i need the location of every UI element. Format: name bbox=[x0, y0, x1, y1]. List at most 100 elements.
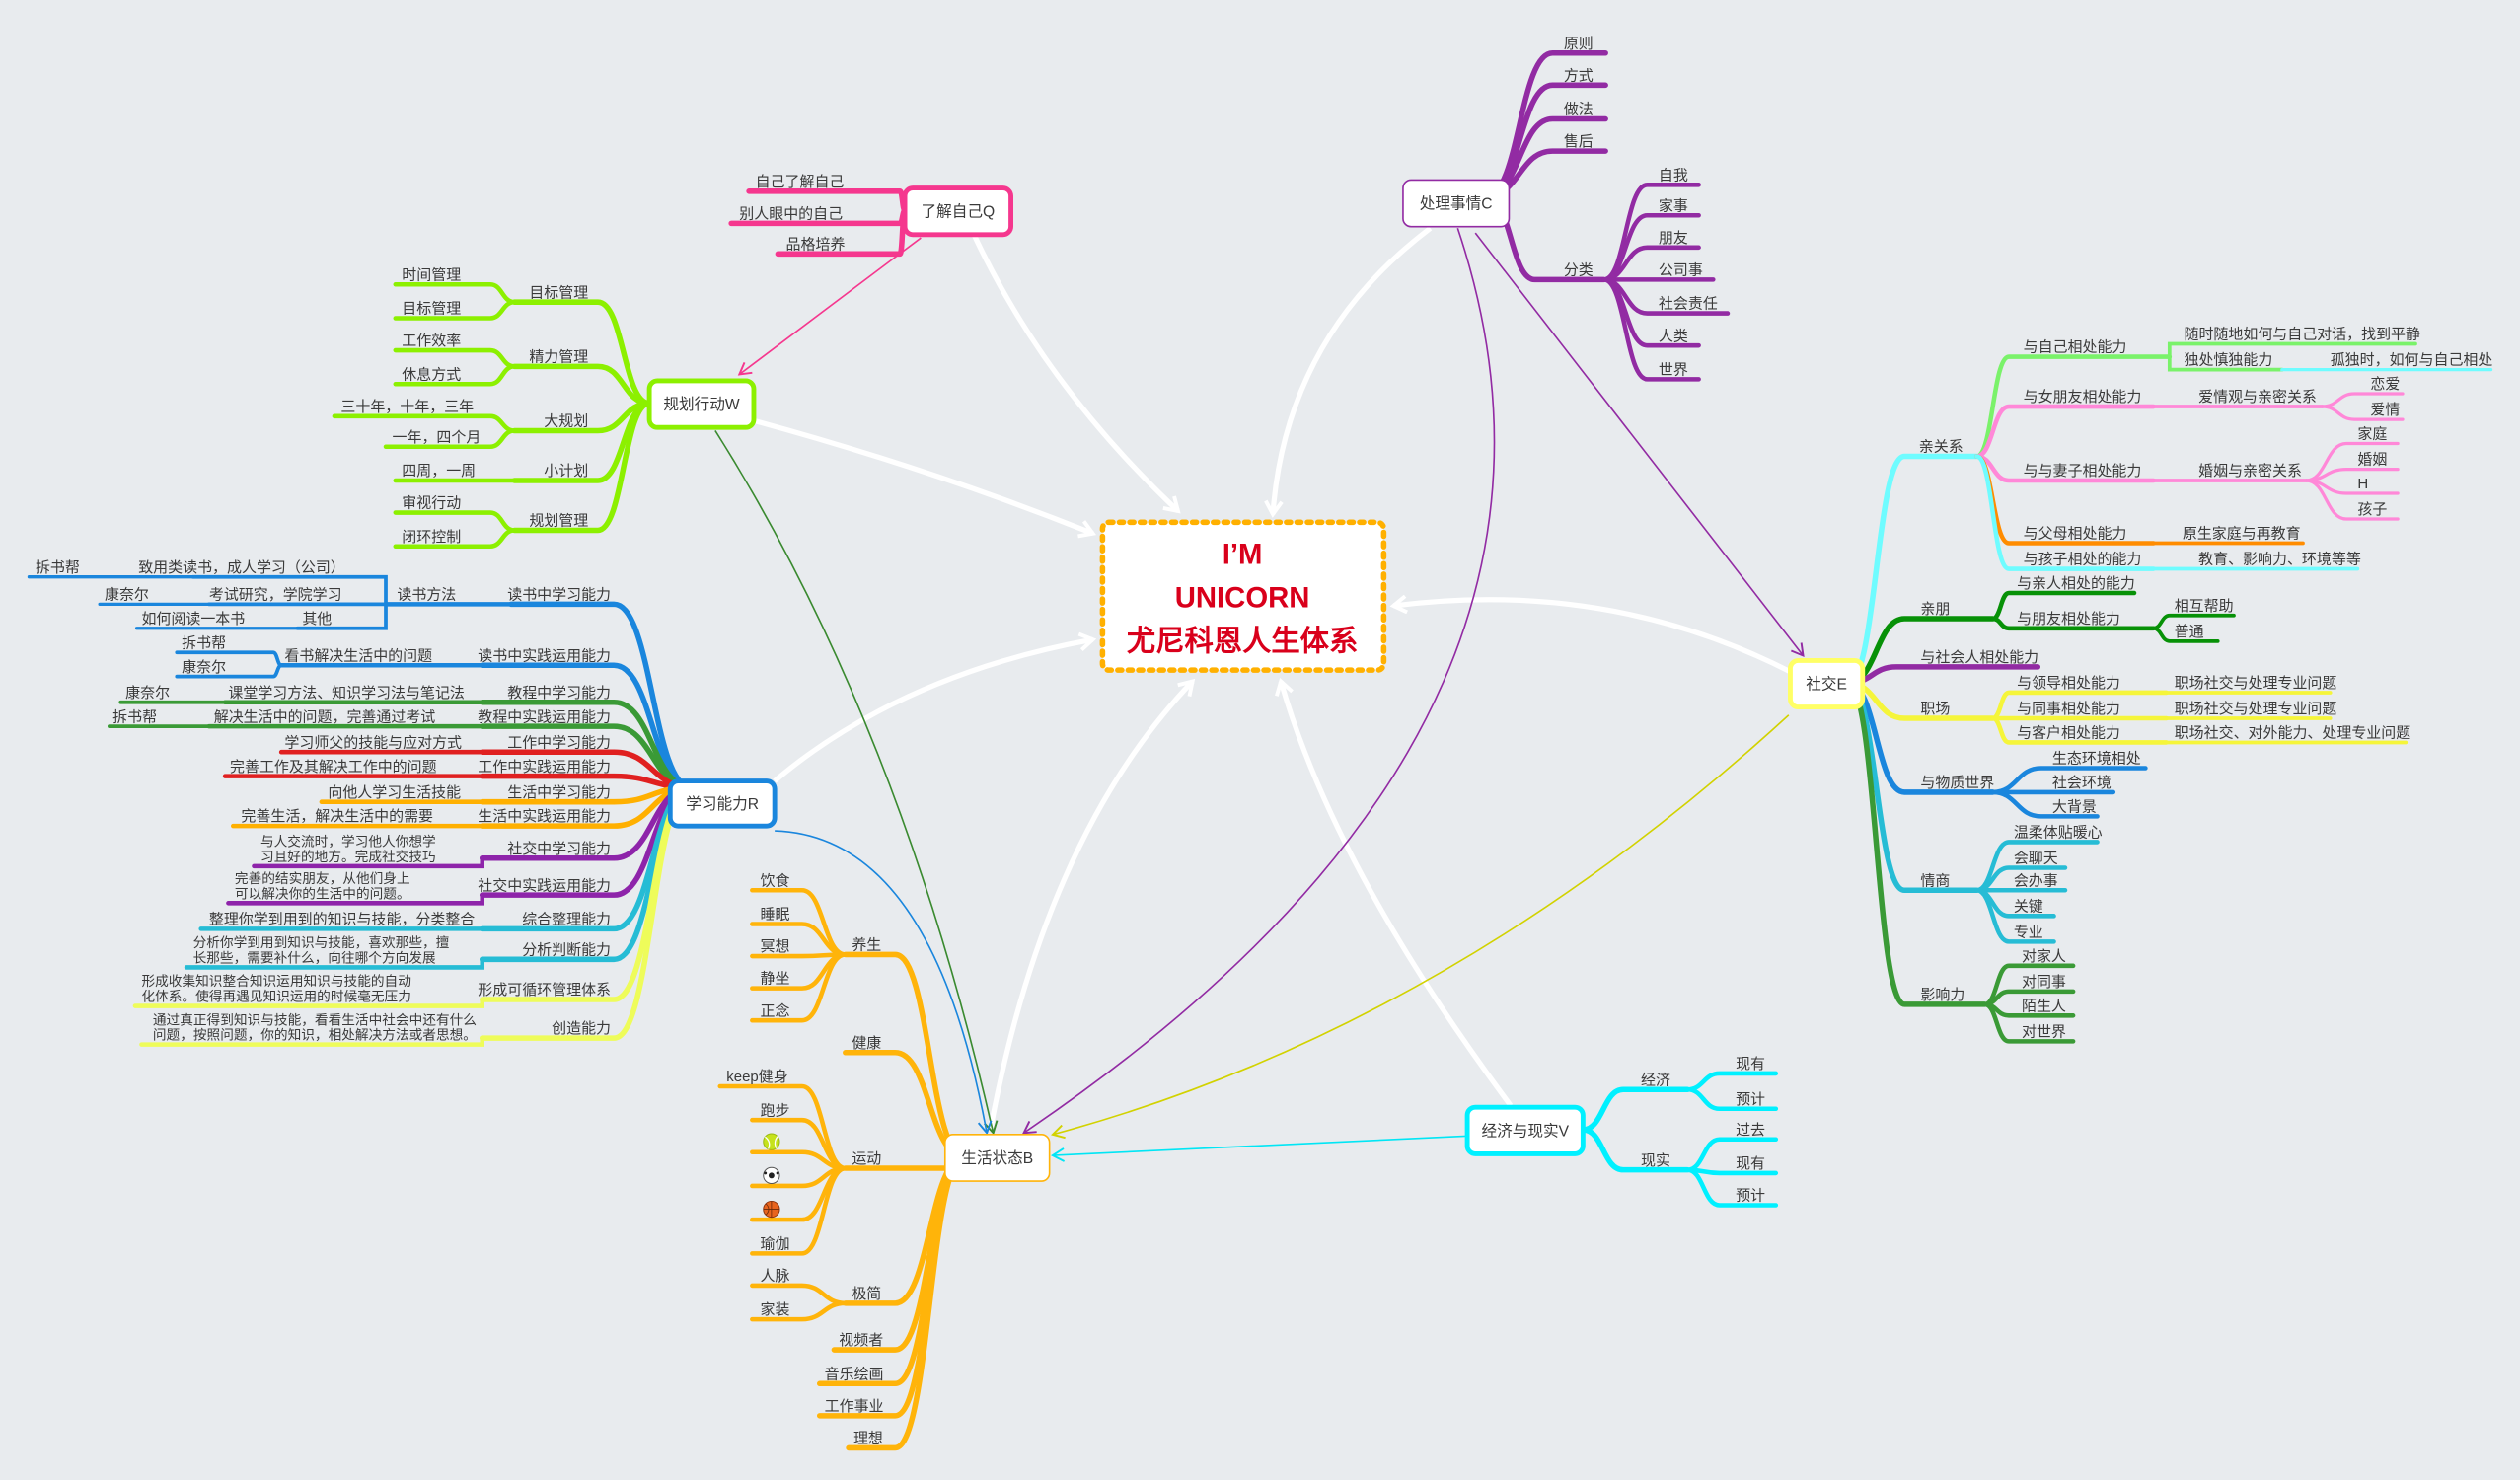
branch-node-课堂学习方法、知识学习法与笔记法[interactable]: 课堂学习方法、知识学习法与笔记法 bbox=[222, 685, 485, 705]
branch-node-亲关系[interactable]: 亲关系 bbox=[1845, 439, 1980, 686]
branch-node-休息方式[interactable]: 休息方式 bbox=[393, 364, 517, 387]
topic-box[interactable] bbox=[646, 378, 757, 430]
branch-node-正念[interactable]: 正念 bbox=[750, 952, 849, 1023]
relation-c-to-center[interactable] bbox=[1273, 226, 1433, 514]
relation-e-to-center[interactable] bbox=[1393, 600, 1792, 675]
branch-node-与客户相处能力[interactable]: 与客户相处能力 bbox=[1990, 715, 2169, 745]
branch-node-对世界[interactable]: 对世界 bbox=[1982, 1001, 2076, 1044]
branch-node-向他人学习生活技能[interactable]: 向他人学习生活技能 bbox=[319, 784, 485, 804]
branch-node-拆书帮[interactable]: 拆书帮 bbox=[27, 559, 195, 579]
relation-c-to-b[interactable] bbox=[1021, 228, 1496, 1135]
branch-node-预计[interactable]: 预计 bbox=[1684, 1086, 1779, 1112]
branch-node-康奈尔[interactable]: 康奈尔 bbox=[118, 685, 228, 704]
branch-node-如何阅读一本书[interactable]: 如何阅读一本书 bbox=[134, 611, 300, 630]
branch-node-text[interactable]: 形成收集知识整合知识运用知识与技能的自动化体系。使得再遇见知识运用的时候毫无压力 bbox=[132, 973, 485, 1008]
branch-node-陌生人[interactable]: 陌生人 bbox=[1982, 998, 2076, 1018]
topic-box[interactable] bbox=[943, 1134, 1051, 1182]
relation-v-to-center[interactable] bbox=[1281, 682, 1514, 1108]
central-topic[interactable]: I’M UNICORN 尤尼科恩人生体系 bbox=[1099, 519, 1387, 673]
branch-node-目标管理[interactable]: 目标管理 bbox=[393, 299, 517, 321]
relation-w-to-center[interactable] bbox=[754, 418, 1093, 534]
topic-w[interactable]: 规划行动W bbox=[646, 378, 757, 430]
branch-node-与同事相处能力[interactable]: 与同事相处能力 bbox=[1990, 701, 2169, 721]
branch-node-一年，四个月[interactable]: 一年，四个月 bbox=[383, 428, 517, 450]
topic-box[interactable] bbox=[902, 185, 1013, 238]
branch-node-婚姻[interactable]: 婚姻 bbox=[2304, 452, 2400, 482]
branch-node-text[interactable]: 完善的结实朋友，从他们身上可以解决你的生活中的问题。 bbox=[226, 871, 485, 906]
relation-v-to-b[interactable] bbox=[1050, 1135, 1466, 1162]
branch-node-职场社交与处理专业问题[interactable]: 职场社交与处理专业问题 bbox=[2164, 700, 2337, 720]
branch-node-现实[interactable]: 现实 bbox=[1580, 1127, 1690, 1173]
branch-node-康奈尔[interactable]: 康奈尔 bbox=[98, 586, 211, 607]
branch-node-原生家庭与再教育[interactable]: 原生家庭与再教育 bbox=[2151, 526, 2305, 546]
branch-node-闭环控制[interactable]: 闭环控制 bbox=[393, 528, 517, 550]
branch-node-解决生活中的问题，完善通过考试[interactable]: 解决生活中的问题，完善通过考试 bbox=[206, 708, 485, 729]
branch-node-独处慎独能力[interactable]: 独处慎独能力 bbox=[2167, 351, 2284, 372]
branch-node-经济[interactable]: 经济 bbox=[1580, 1072, 1690, 1133]
branch-node-审视行动[interactable]: 审视行动 bbox=[393, 495, 517, 533]
branch-node-人脉[interactable]: 人脉 bbox=[750, 1268, 849, 1306]
relation-b-to-center[interactable] bbox=[987, 682, 1192, 1133]
branch-node-爱情[interactable]: 爱情 bbox=[2320, 402, 2405, 421]
branch-node-家装[interactable]: 家装 bbox=[750, 1300, 849, 1322]
branch-node-世界[interactable]: 世界 bbox=[1601, 277, 1701, 382]
branch-node-目标管理[interactable]: 目标管理 bbox=[511, 284, 652, 407]
branch-node-其他[interactable]: 其他 bbox=[295, 602, 388, 630]
topic-box[interactable] bbox=[667, 778, 778, 829]
branch-node-读书方法[interactable]: 读书方法 bbox=[383, 586, 514, 607]
relation-q-to-center[interactable] bbox=[971, 233, 1178, 511]
branch-node-瑜伽[interactable]: 瑜伽 bbox=[750, 1165, 849, 1256]
branch-node-时间管理[interactable]: 时间管理 bbox=[393, 266, 517, 305]
branch-node-与与妻子相处能力[interactable]: 与与妻子相处能力 bbox=[1974, 454, 2156, 483]
branch-node-方式[interactable]: 方式 bbox=[1483, 67, 1608, 199]
topic-r[interactable]: 学习能力R bbox=[667, 778, 778, 829]
topic-v[interactable]: 经济与现实V bbox=[1464, 1104, 1586, 1156]
branch-node-孤独时，如何与自己相处[interactable]: 孤独时，如何与自己相处 bbox=[2280, 352, 2493, 372]
branch-node-职场社交、对外能力、处理专业问题[interactable]: 职场社交、对外能力、处理专业问题 bbox=[2164, 724, 2411, 745]
relation-r-to-center[interactable] bbox=[773, 639, 1092, 783]
branch-node-教育、影响力、环境等等[interactable]: 教育、影响力、环境等等 bbox=[2151, 551, 2361, 571]
branch-node-大背景[interactable]: 大背景 bbox=[1990, 789, 2100, 819]
relation-w-to-b[interactable] bbox=[714, 430, 999, 1136]
branch-node-与朋友相处能力[interactable]: 与朋友相处能力 bbox=[1990, 611, 2156, 631]
branch-node-text[interactable]: 与人交流时，学习他人你想学习且好的地方。完成社交技巧 bbox=[252, 833, 485, 869]
branch-node-三十年，十年，三年[interactable]: 三十年，十年，三年 bbox=[332, 399, 517, 433]
central-topic-box[interactable] bbox=[1099, 519, 1387, 673]
branch-node-婚姻与亲密关系[interactable]: 婚姻与亲密关系 bbox=[2151, 463, 2309, 482]
branch-node-现有[interactable]: 现有 bbox=[1684, 1056, 1779, 1092]
relation-r-to-b[interactable] bbox=[775, 830, 993, 1136]
branch-node-职场社交与处理专业问题[interactable]: 职场社交与处理专业问题 bbox=[2164, 674, 2337, 695]
branch-node-完善生活，解决生活中的需要[interactable]: 完善生活，解决生活中的需要 bbox=[231, 808, 485, 829]
topic-box[interactable] bbox=[1402, 179, 1511, 228]
relation-c-to-e[interactable] bbox=[1474, 232, 1805, 658]
branch-node-预计[interactable]: 预计 bbox=[1684, 1167, 1779, 1208]
branch-node-规划管理[interactable]: 规划管理 bbox=[511, 401, 652, 534]
branch-node-看书解决生活中的问题[interactable]: 看书解决生活中的问题 bbox=[278, 647, 485, 668]
branch-node-爱情观与亲密关系[interactable]: 爱情观与亲密关系 bbox=[2151, 389, 2325, 408]
branch-node-考试研究，学院学习[interactable]: 考试研究，学院学习 bbox=[206, 585, 388, 607]
branch-node-四周，一周[interactable]: 四周，一周 bbox=[393, 463, 517, 483]
branch-node-整理你学到用到的知识与技能，分类整合[interactable]: 整理你学到用到的知识与技能，分类整合 bbox=[198, 911, 485, 931]
branch-node-孩子[interactable]: 孩子 bbox=[2304, 479, 2400, 521]
branch-node-普通[interactable]: 普通 bbox=[2151, 624, 2220, 643]
topic-e[interactable]: 社交E bbox=[1788, 657, 1866, 710]
topic-b[interactable]: 生活状态B bbox=[943, 1134, 1051, 1182]
branch-node-text[interactable]: 分析你学到用到知识与技能，喜欢那些，擅长那些，需要补什么，向往哪个方向发展 bbox=[184, 934, 485, 970]
branch-node-完善工作及其解决工作中的问题[interactable]: 完善工作及其解决工作中的问题 bbox=[222, 759, 485, 778]
topic-box[interactable] bbox=[1464, 1104, 1586, 1156]
topic-box[interactable] bbox=[1788, 657, 1866, 710]
relation-e-to-b[interactable] bbox=[1051, 714, 1790, 1140]
relation-q-to-w[interactable] bbox=[737, 237, 922, 376]
topic-q[interactable]: 了解自己Q bbox=[902, 185, 1013, 238]
branch-node-别人眼中的自己[interactable]: 别人眼中的自己 bbox=[728, 205, 908, 227]
branch-node-与孩子相处的能力[interactable]: 与孩子相处的能力 bbox=[1974, 454, 2156, 571]
branch-node-工作效率[interactable]: 工作效率 bbox=[393, 333, 517, 369]
branch-node-拆书帮[interactable]: 拆书帮 bbox=[108, 708, 211, 729]
branch-node-text[interactable]: 通过真正得到知识与技能，看看生活中社会中还有什么问题，按照问题，你的知识，相处解… bbox=[139, 1011, 485, 1047]
branch-node-与女朋友相处能力[interactable]: 与女朋友相处能力 bbox=[1974, 388, 2156, 459]
branch-node-专业[interactable]: 专业 bbox=[1974, 888, 2056, 944]
branch-node-康奈尔[interactable]: 康奈尔 bbox=[175, 659, 284, 679]
topic-c[interactable]: 处理事情C bbox=[1402, 179, 1511, 228]
branch-node-学习师父的技能与应对方式[interactable]: 学习师父的技能与应对方式 bbox=[278, 733, 485, 755]
